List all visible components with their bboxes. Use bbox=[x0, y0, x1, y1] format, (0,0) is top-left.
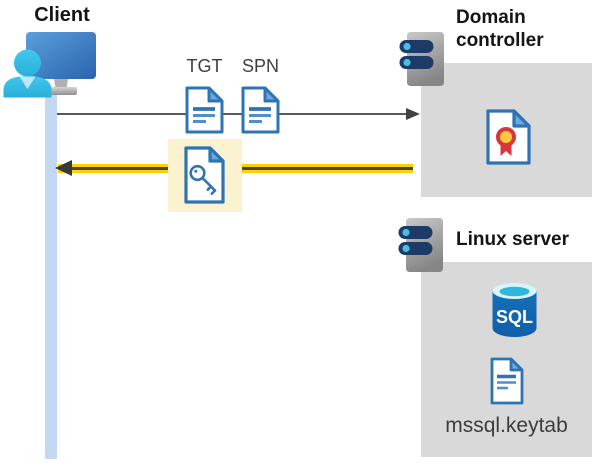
domain-controller-server-icon bbox=[399, 32, 444, 86]
spn-document-icon bbox=[241, 86, 280, 134]
certificate-seal bbox=[496, 127, 516, 147]
keytab-document-icon bbox=[490, 357, 524, 405]
client-user-workstation-icon bbox=[3, 32, 96, 98]
tgt-label: TGT bbox=[186, 56, 223, 76]
linux-server-icon bbox=[398, 218, 443, 272]
domain-controller-title: Domain controller bbox=[456, 7, 544, 51]
key-glyph bbox=[189, 164, 217, 195]
request-arrow-head-icon bbox=[406, 108, 420, 120]
linux-server-title: Linux server bbox=[456, 229, 569, 250]
monitor-stand-neck bbox=[54, 79, 68, 88]
client-lifeline bbox=[45, 92, 57, 459]
spn-label: SPN bbox=[241, 56, 279, 76]
response-arrow-head-icon bbox=[55, 160, 72, 176]
keytab-filename: mssql.keytab bbox=[445, 414, 568, 437]
person-collar bbox=[19, 76, 36, 89]
person-head bbox=[14, 49, 41, 77]
request-arrow-line bbox=[57, 113, 407, 115]
client-title: Client bbox=[34, 4, 90, 26]
tgt-document-icon bbox=[185, 86, 224, 134]
key-document-icon bbox=[184, 146, 225, 204]
sql-icon-label: SQL bbox=[496, 307, 533, 327]
certificate-document-icon bbox=[486, 109, 531, 165]
sql-database-icon: SQL bbox=[492, 283, 537, 337]
monitor-screen bbox=[26, 32, 96, 79]
monitor-stand-base bbox=[45, 87, 77, 95]
